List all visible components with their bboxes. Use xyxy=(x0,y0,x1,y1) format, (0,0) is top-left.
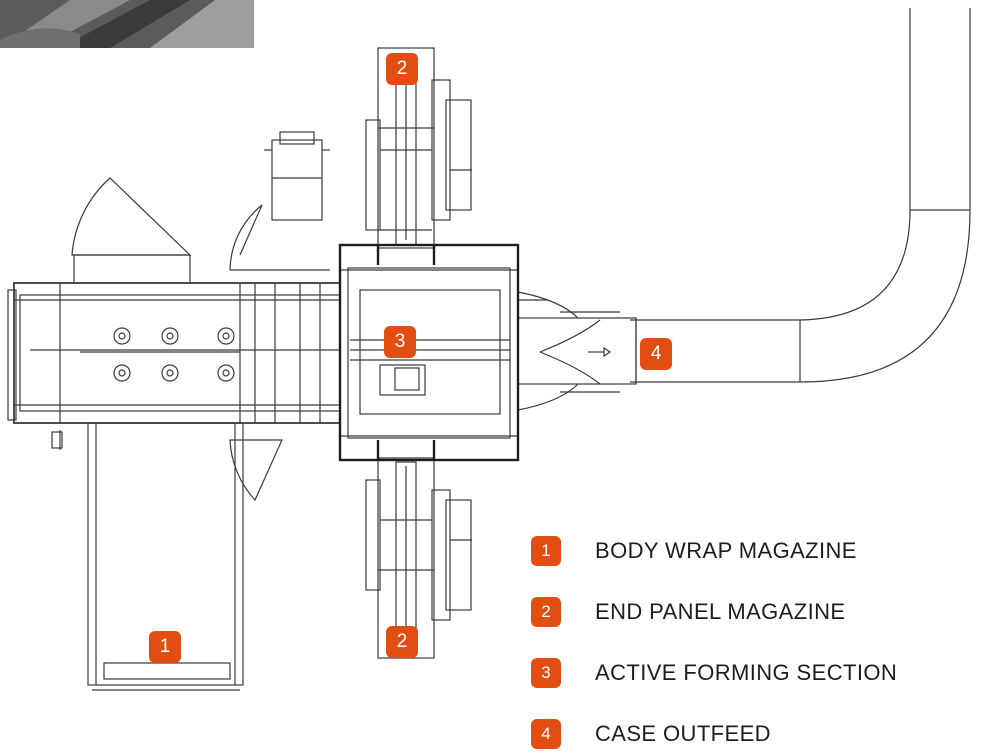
callout-end-panel-magazine-top: 2 xyxy=(386,53,418,85)
legend-label: CASE OUTFEED xyxy=(595,721,771,746)
legend-label: END PANEL MAGAZINE xyxy=(595,599,846,624)
legend-number: 1 xyxy=(531,536,561,566)
forming-section-frame xyxy=(339,244,519,461)
body-wrap-magazine-drawing xyxy=(51,422,244,691)
legend-item: 4 CASE OUTFEED xyxy=(531,718,771,750)
control-cabinet xyxy=(264,131,330,221)
line-art xyxy=(7,8,971,691)
callout-case-outfeed: 4 xyxy=(640,338,672,370)
legend-number: 4 xyxy=(531,719,561,749)
end-panel-magazine-bottom-drawing xyxy=(365,457,472,659)
photo-thumbnail xyxy=(0,0,254,48)
heavy-outline xyxy=(338,243,520,462)
legend-label: BODY WRAP MAGAZINE xyxy=(595,538,857,563)
outfeed-conveyor xyxy=(588,8,971,384)
legend-number: 3 xyxy=(531,658,561,688)
body-wrap-section xyxy=(7,282,341,424)
legend-item: 2 END PANEL MAGAZINE xyxy=(531,596,845,628)
callout-active-forming-section: 3 xyxy=(384,326,416,358)
callout-body-wrap-magazine: 1 xyxy=(149,631,181,663)
legend-number: 2 xyxy=(531,597,561,627)
legend-label: ACTIVE FORMING SECTION xyxy=(595,660,898,685)
door-swing-arcs xyxy=(71,177,548,502)
callout-end-panel-magazine-bottom: 2 xyxy=(386,626,418,658)
end-panel-magazine-top-drawing xyxy=(365,47,472,249)
outfeed-funnel xyxy=(517,291,637,411)
legend-item: 3 ACTIVE FORMING SECTION xyxy=(531,657,897,689)
legend-item: 1 BODY WRAP MAGAZINE xyxy=(531,535,857,567)
